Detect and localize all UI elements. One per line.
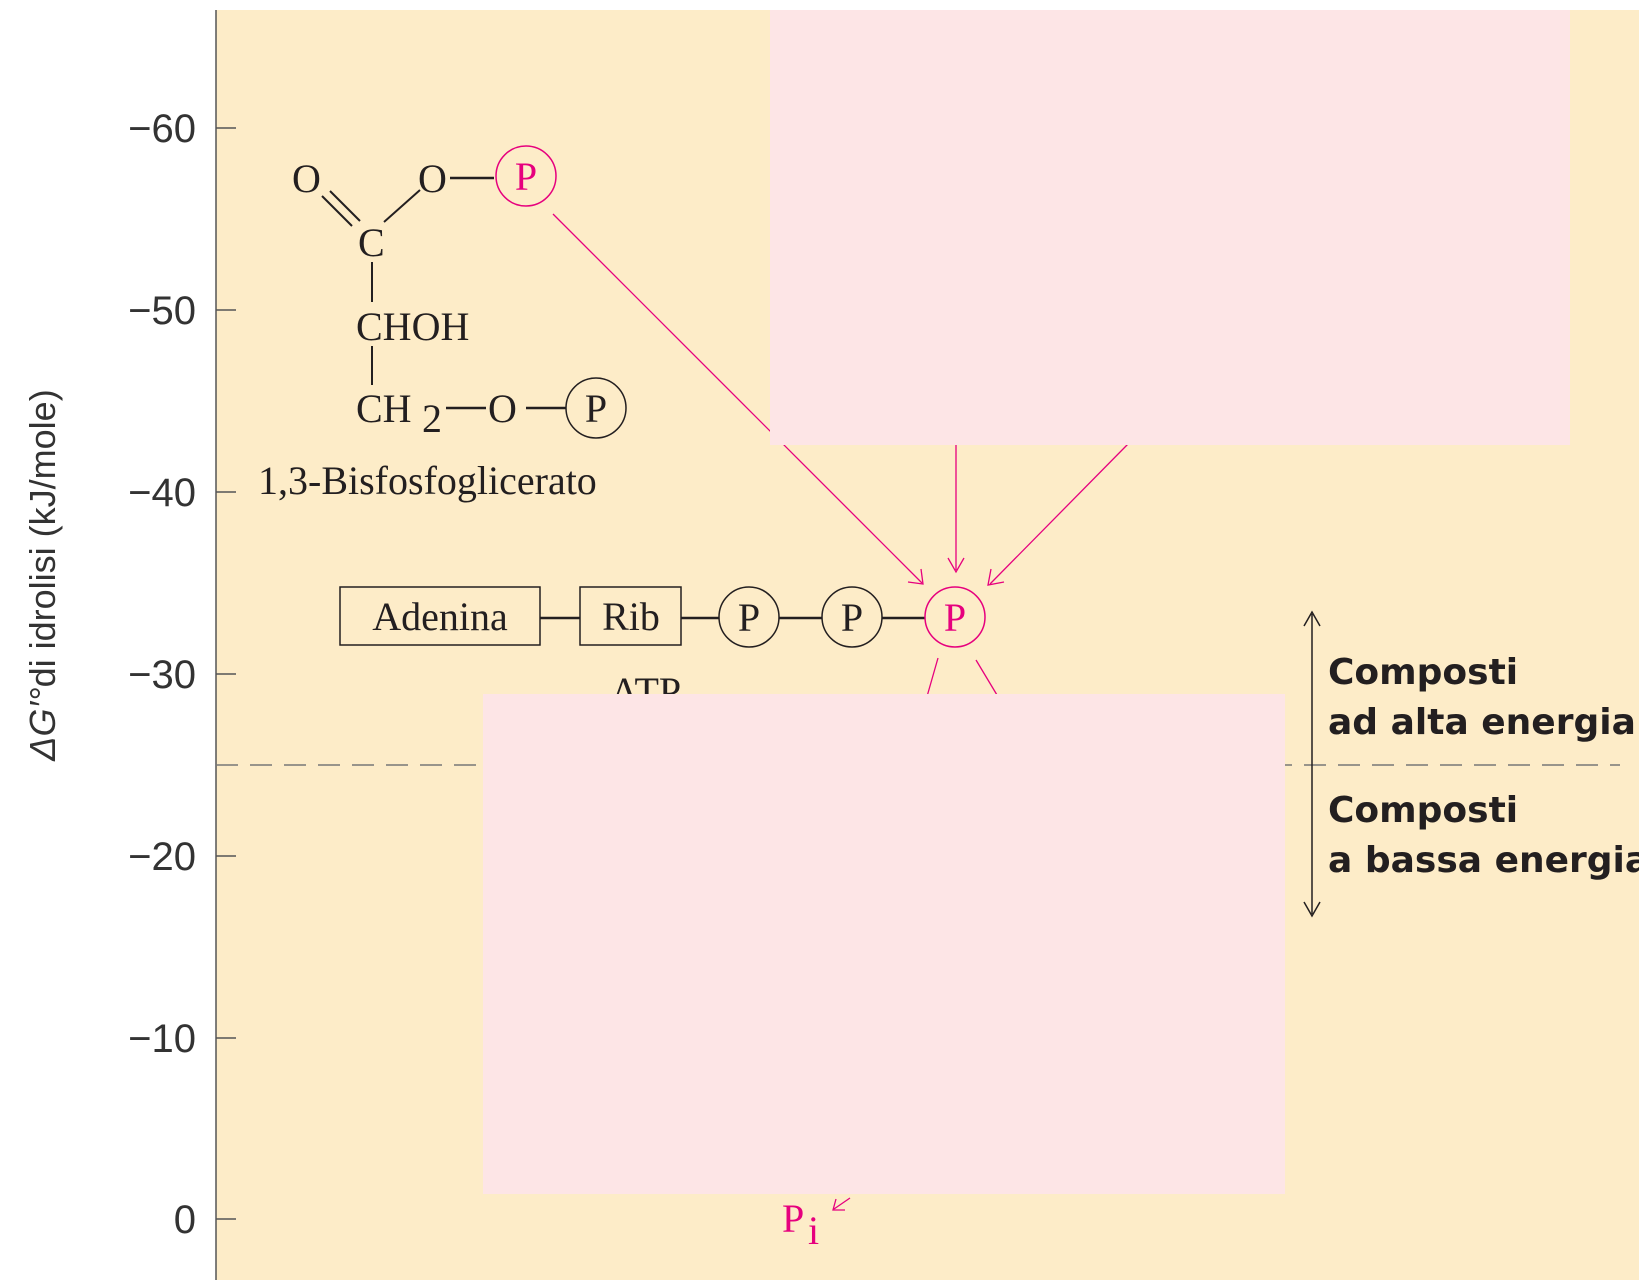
bond-c-o xyxy=(383,189,421,223)
gamma-phosphate-circle xyxy=(924,586,986,648)
atom-p-2: P xyxy=(585,386,607,431)
bisphosphoglycerate-name: 1,3-Bisfosfoglicerato xyxy=(258,458,597,503)
arrow-to-pi xyxy=(833,1197,851,1210)
phosphate-circle-2 xyxy=(565,377,627,439)
tick-label: −40 xyxy=(128,471,196,515)
tick-label: −10 xyxy=(128,1017,196,1061)
y-axis-title: ΔG′°di idrolisi (kJ/mole) xyxy=(22,389,63,761)
tick-label: −30 xyxy=(128,653,196,697)
high-energy-label-line1: Composti xyxy=(1328,652,1518,693)
arrowhead-top-right xyxy=(987,568,1005,586)
tick-label: −20 xyxy=(128,835,196,879)
atom-p-1: P xyxy=(515,154,537,199)
energy-range-arrow xyxy=(1303,610,1321,918)
alpha-phosphate-label: P xyxy=(738,595,760,640)
bisphosphoglycerate-structure: O O P C CHOH CH 2 O P 1,3-Bisfosfoglicer… xyxy=(258,145,627,503)
arrow-down-left xyxy=(925,657,939,701)
tick-label: −60 xyxy=(128,107,196,151)
arrow-from-top-right xyxy=(989,443,1129,585)
adenine-label: Adenina xyxy=(372,594,508,639)
atp-structure: Adenina Rib P P P ATP xyxy=(339,586,986,714)
arrow-from-bpg xyxy=(552,213,923,584)
double-bond-b xyxy=(329,190,361,222)
subscript-2: 2 xyxy=(422,396,442,441)
arrowhead-top-center xyxy=(947,557,965,574)
phosphoryl-transfer-arrows xyxy=(552,213,1129,1211)
y-axis-title-text: di idrolisi (kJ/mole) xyxy=(22,389,63,687)
range-arrowhead-top xyxy=(1303,610,1321,627)
double-bond-a xyxy=(321,195,353,227)
low-energy-label-line1: Composti xyxy=(1328,790,1518,831)
group-choh: CHOH xyxy=(356,304,469,349)
pi-subscript: i xyxy=(808,1208,819,1253)
gamma-phosphate-label: P xyxy=(944,595,966,640)
tick-label: −50 xyxy=(128,289,196,333)
atom-o-carbonyl: O xyxy=(292,156,321,201)
beta-phosphate-label: P xyxy=(841,595,863,640)
group-ch2: CH xyxy=(356,386,412,431)
redaction-block-top xyxy=(770,10,1570,445)
tick-label: 0 xyxy=(174,1198,196,1242)
redaction-block-bottom xyxy=(483,694,1285,1194)
atom-o-ester: O xyxy=(418,156,447,201)
high-energy-label-line2: ad alta energia xyxy=(1328,702,1636,743)
range-arrowhead-bottom xyxy=(1303,901,1321,918)
pi-label: P xyxy=(782,1196,804,1241)
ribose-label: Rib xyxy=(602,594,660,639)
adenine-box xyxy=(339,586,541,646)
low-energy-label-line2: a bassa energia xyxy=(1328,840,1639,881)
y-axis-title-symbol: ΔG′° xyxy=(22,687,63,761)
atom-o-3: O xyxy=(488,386,517,431)
y-axis-ticks xyxy=(216,127,236,1220)
arrowhead-from-bpg xyxy=(907,568,924,585)
atom-c: C xyxy=(358,220,385,265)
arrow-down-right xyxy=(975,659,1001,701)
arrowhead-to-pi xyxy=(832,1198,845,1211)
phosphate-circle-1 xyxy=(495,145,557,207)
energy-legend: Composti ad alta energia Composti a bass… xyxy=(1328,652,1639,881)
inorganic-phosphate: P i xyxy=(782,1196,819,1253)
ribose-box xyxy=(579,586,682,646)
y-axis-tick-labels: −60 −50 −40 −30 −20 −10 0 xyxy=(128,107,196,1242)
